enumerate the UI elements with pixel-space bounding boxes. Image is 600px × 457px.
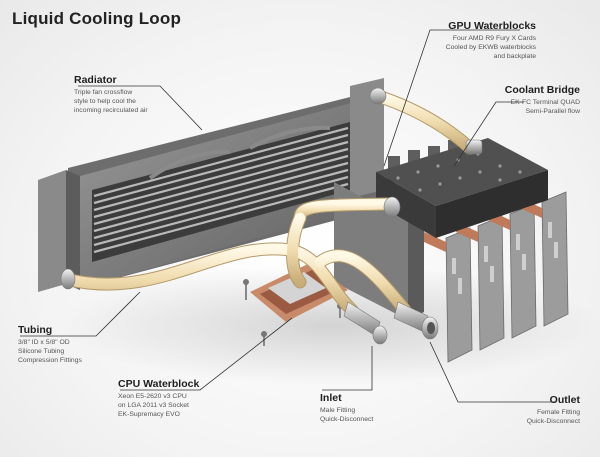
coolant-bridge-desc: EK-FC Terminal QUAD Semi-Parallel flow [510, 99, 580, 115]
outlet-callout: Outlet Female Fitting Quick-Disconnect [490, 394, 580, 426]
bridge-leader [453, 101, 524, 167]
inlet-leader [322, 346, 373, 391]
outlet-heading: Outlet [549, 394, 580, 406]
inlet-desc: Male Fitting Quick-Disconnect [320, 407, 374, 423]
inlet-heading: Inlet [320, 392, 342, 404]
fittings-shape [60, 87, 483, 290]
gpu-waterblocks-heading: GPU Waterblocks [448, 20, 536, 32]
outlet-leader [429, 341, 556, 403]
gpu-waterblocks-callout: GPU Waterblocks Four AMD R9 Fury X Cards… [412, 20, 536, 61]
cpu-waterblock-callout: CPU Waterblock Xeon E5-2620 v3 CPU on LG… [118, 378, 238, 419]
tubing-leader [20, 291, 141, 337]
outlet-fitting-shape [393, 301, 439, 340]
outlet-desc: Female Fitting Quick-Disconnect [526, 409, 580, 425]
radiator-heading: Radiator [74, 74, 117, 86]
tubing-desc: 3/8" ID x 5/8" OD Silicone Tubing Compre… [18, 339, 82, 364]
coolant-bridge-shape [376, 138, 548, 238]
tubing-shape [63, 89, 477, 317]
diagram-title: Liquid Cooling Loop [12, 9, 182, 28]
radiator-leader [78, 85, 203, 131]
gpu-leader [383, 29, 520, 167]
coolant-bridge-callout: Coolant Bridge EK-FC Terminal QUAD Semi-… [444, 84, 580, 116]
cpu-waterblock-desc: Xeon E5-2620 v3 CPU on LGA 2011 v3 Socke… [118, 393, 189, 418]
cpu-leader [120, 317, 293, 391]
inlet-callout: Inlet Male Fitting Quick-Disconnect [320, 392, 400, 424]
coolant-bridge-heading: Coolant Bridge [504, 84, 580, 96]
cpu-waterblock-heading: CPU Waterblock [118, 378, 200, 390]
tubing-heading: Tubing [18, 324, 53, 336]
gpu-waterblocks-desc: Four AMD R9 Fury X Cards Cooled by EKWB … [445, 35, 536, 60]
tubing-callout: Tubing 3/8" ID x 5/8" OD Silicone Tubing… [18, 324, 128, 365]
radiator-callout: Radiator Triple fan crossflow style to h… [74, 74, 214, 115]
radiator-shape [38, 78, 384, 292]
inlet-fitting-shape [343, 301, 388, 345]
radiator-desc: Triple fan crossflow style to help cool … [74, 89, 148, 114]
